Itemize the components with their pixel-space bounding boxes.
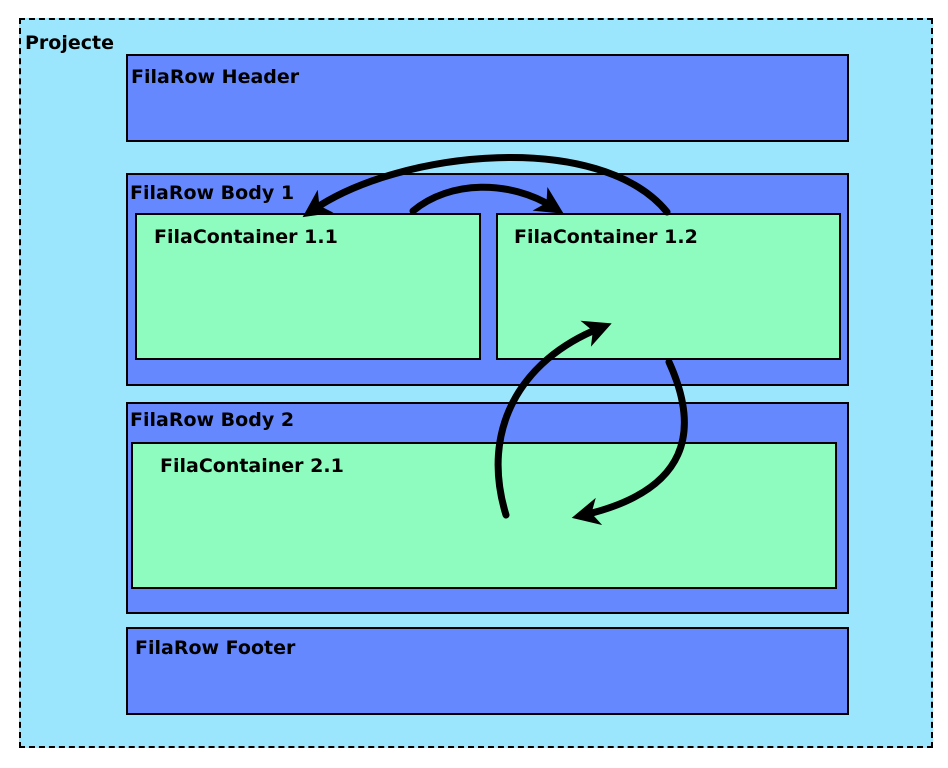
- container-1-1: [135, 213, 481, 360]
- container-1-1-label: FilaContainer 1.1: [154, 226, 338, 248]
- row-footer: [126, 627, 849, 715]
- row-header: [126, 54, 849, 142]
- row-body-2-label: FilaRow Body 2: [130, 409, 295, 431]
- row-footer-label: FilaRow Footer: [135, 637, 296, 659]
- container-1-2-label: FilaContainer 1.2: [514, 226, 698, 248]
- container-2-1: [131, 442, 837, 589]
- row-header-label: FilaRow Header: [131, 66, 300, 88]
- container-2-1-label: FilaContainer 2.1: [160, 455, 344, 477]
- row-body-1-label: FilaRow Body 1: [130, 182, 295, 204]
- project-label: Projecte: [25, 32, 114, 54]
